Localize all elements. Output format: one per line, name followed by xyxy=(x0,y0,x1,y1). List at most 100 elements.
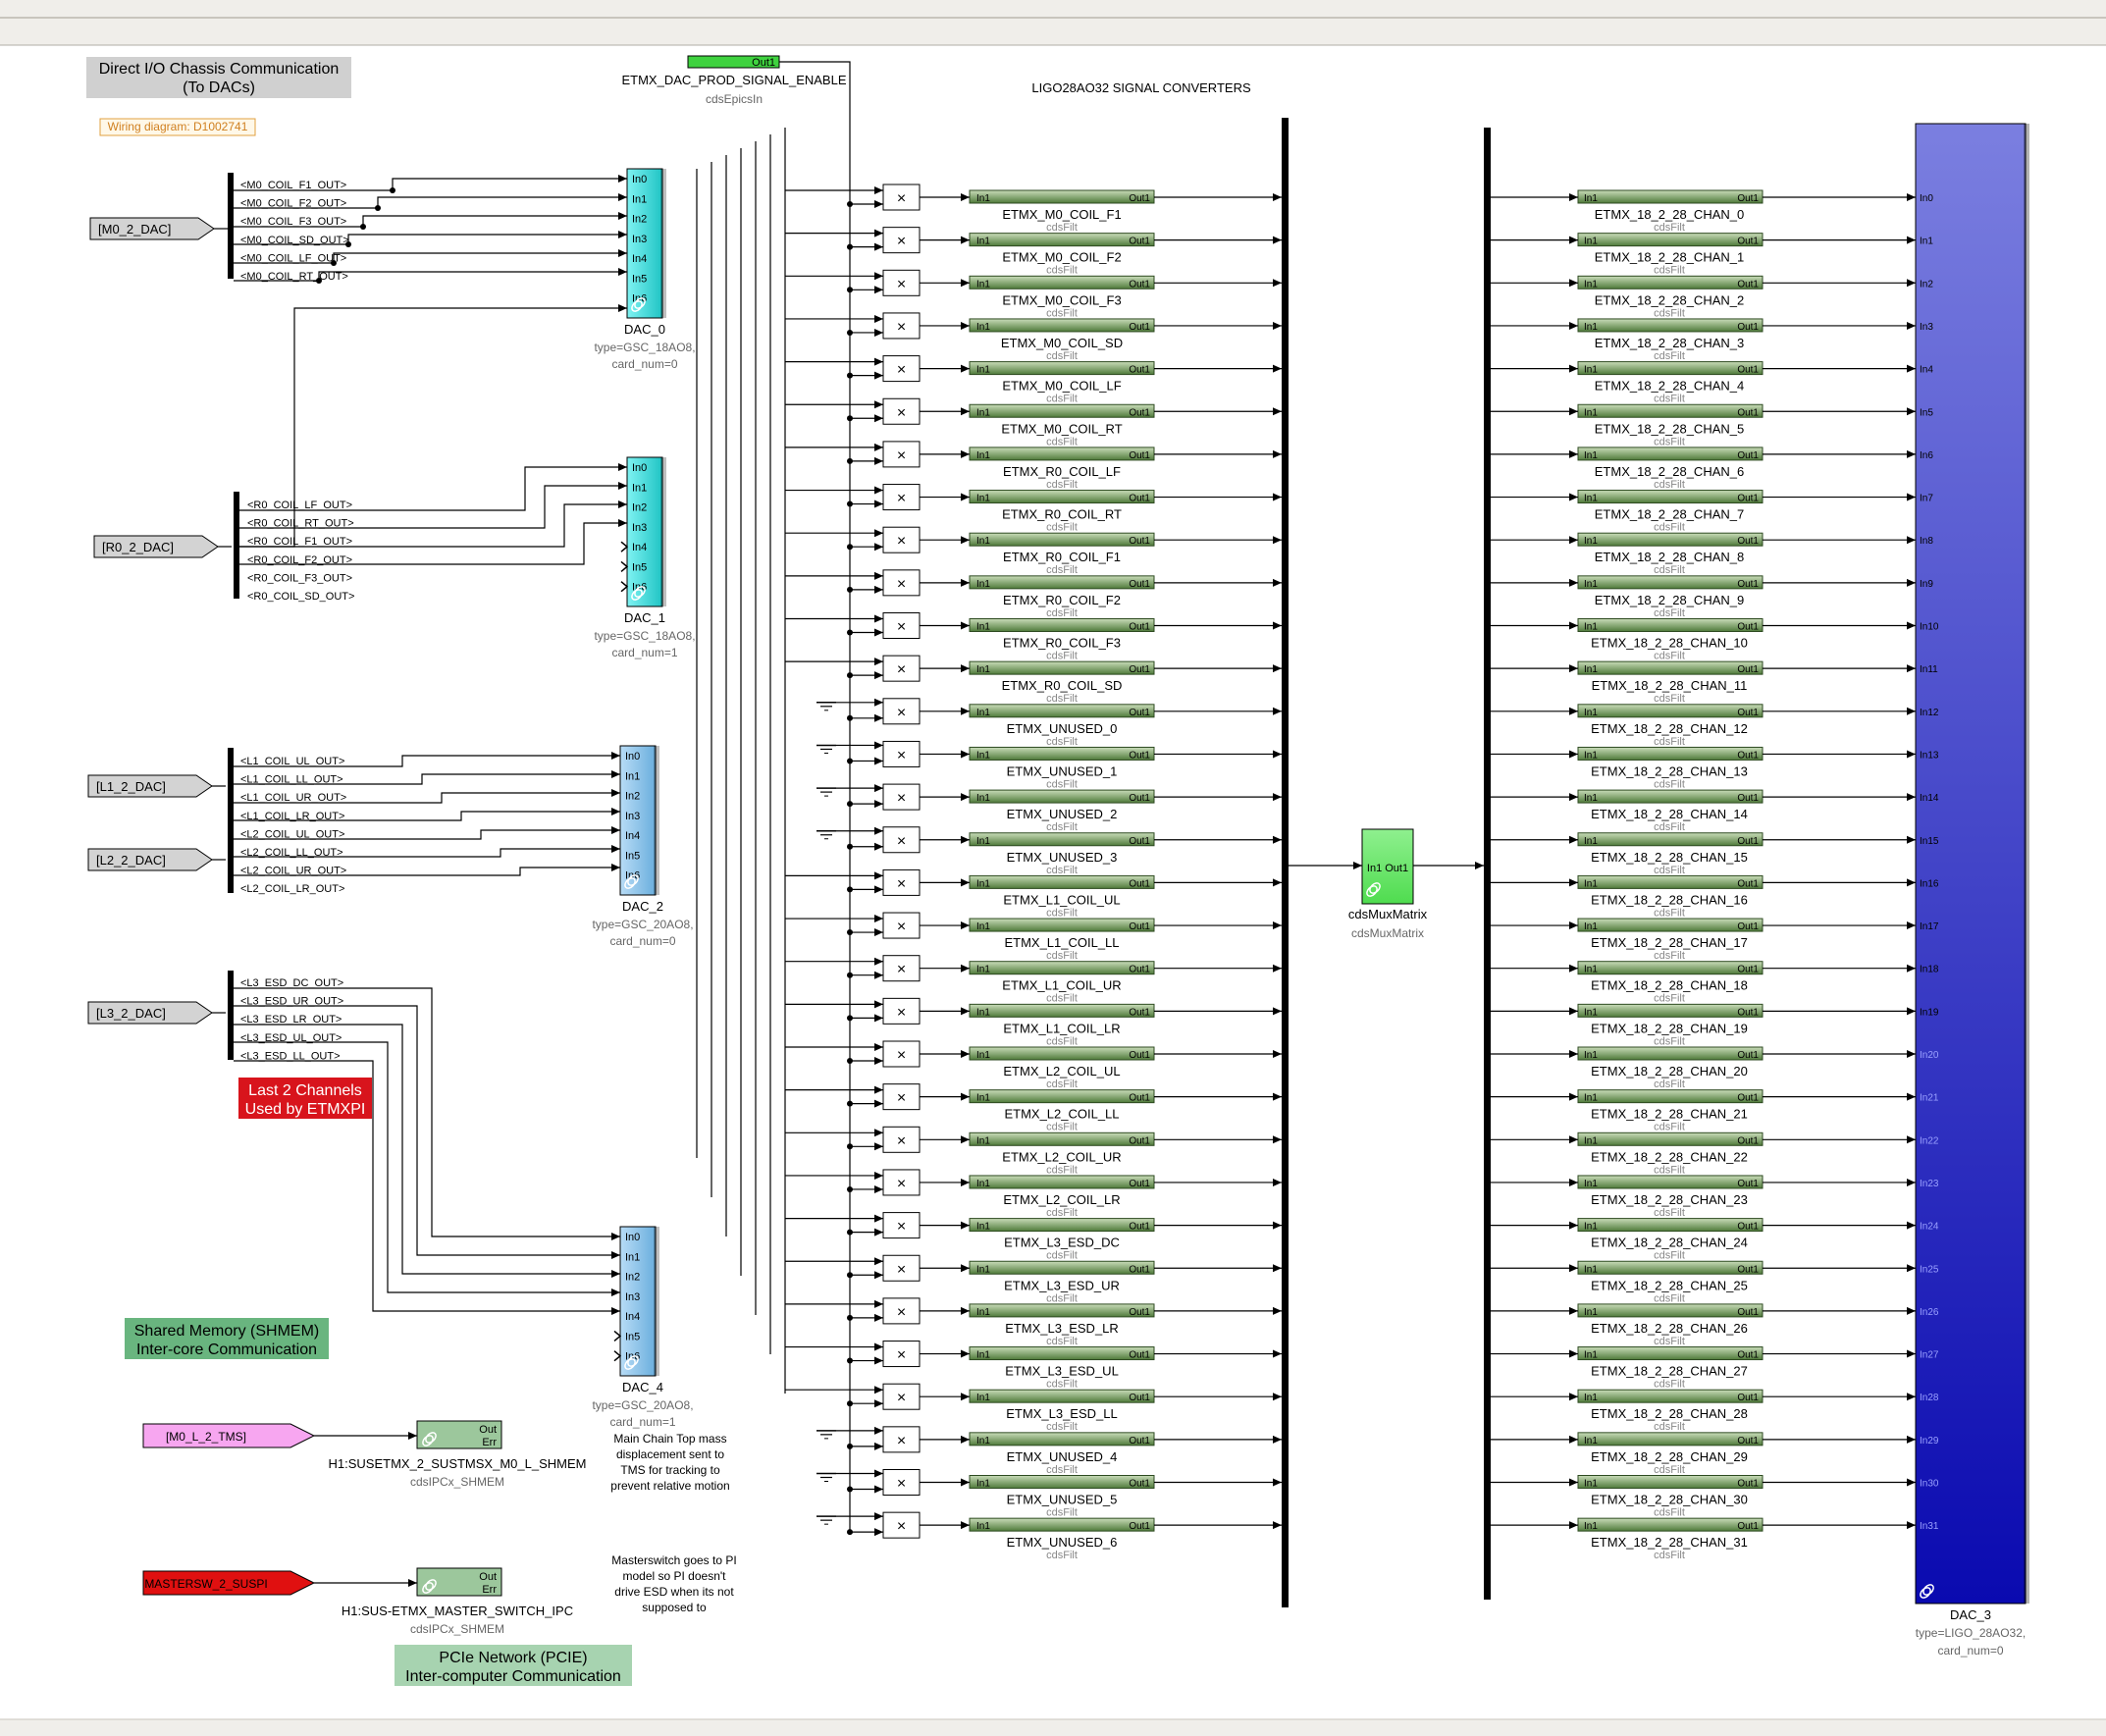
multiply-block[interactable] xyxy=(882,997,921,1025)
chan-filter-block[interactable] xyxy=(1577,1303,1764,1318)
filter-block[interactable] xyxy=(969,233,1155,247)
multiply-block[interactable] xyxy=(882,1169,921,1196)
chan-filter-block[interactable] xyxy=(1577,1175,1764,1189)
filter-block[interactable] xyxy=(969,318,1155,333)
goto-l2-shape[interactable] xyxy=(87,848,213,871)
filter-block[interactable] xyxy=(969,189,1155,204)
multiply-block[interactable] xyxy=(882,269,921,296)
chan-filter-block[interactable] xyxy=(1577,789,1764,804)
chan-filter-block[interactable] xyxy=(1577,490,1764,504)
multiply-block[interactable] xyxy=(882,655,921,682)
filter-block[interactable] xyxy=(969,1517,1155,1532)
ipc-tag-shape[interactable] xyxy=(142,1570,316,1596)
multiply-block[interactable] xyxy=(882,1511,921,1539)
multiply-block[interactable] xyxy=(882,826,921,854)
chan-filter-block[interactable] xyxy=(1577,318,1764,333)
multiply-block[interactable] xyxy=(882,1426,921,1453)
filter-block[interactable] xyxy=(969,575,1155,590)
filter-block[interactable] xyxy=(969,1131,1155,1146)
chan-filter-block[interactable] xyxy=(1577,1218,1764,1233)
chan-filter-block[interactable] xyxy=(1577,746,1764,761)
filter-block[interactable] xyxy=(969,447,1155,461)
filter-block[interactable] xyxy=(969,490,1155,504)
filter-block[interactable] xyxy=(969,1089,1155,1104)
multiply-block[interactable] xyxy=(882,484,921,511)
filter-block[interactable] xyxy=(969,961,1155,975)
chan-filter-block[interactable] xyxy=(1577,275,1764,289)
chan-filter-block[interactable] xyxy=(1577,1346,1764,1361)
chan-filter-block[interactable] xyxy=(1577,403,1764,418)
filter-block[interactable] xyxy=(969,275,1155,289)
chan-filter-block[interactable] xyxy=(1577,918,1764,932)
filter-block[interactable] xyxy=(969,704,1155,718)
multiply-block[interactable] xyxy=(882,783,921,811)
goto-m0-shape[interactable] xyxy=(89,217,215,240)
multiply-block[interactable] xyxy=(882,868,921,896)
chan-filter-block[interactable] xyxy=(1577,1003,1764,1018)
multiply-block[interactable] xyxy=(882,698,921,725)
filter-block[interactable] xyxy=(969,532,1155,547)
multiply-block[interactable] xyxy=(882,355,921,383)
wiring-diagram-link-box[interactable] xyxy=(99,118,256,136)
dac-block-dac_0[interactable] xyxy=(626,168,663,319)
dac-block-dac_1[interactable] xyxy=(626,456,663,607)
filter-block[interactable] xyxy=(969,1046,1155,1061)
chan-filter-block[interactable] xyxy=(1577,961,1764,975)
dac-block-dac_4[interactable] xyxy=(619,1226,657,1377)
chan-filter-block[interactable] xyxy=(1577,874,1764,889)
multiply-block[interactable] xyxy=(882,955,921,982)
multiply-block[interactable] xyxy=(882,1469,921,1496)
filter-block[interactable] xyxy=(969,1432,1155,1447)
filter-block[interactable] xyxy=(969,746,1155,761)
chan-filter-block[interactable] xyxy=(1577,618,1764,632)
multiply-block[interactable] xyxy=(882,1254,921,1282)
goto-l1-shape[interactable] xyxy=(87,774,213,798)
goto-r0-shape[interactable] xyxy=(93,535,219,558)
multiply-block[interactable] xyxy=(882,1341,921,1368)
chan-filter-block[interactable] xyxy=(1577,1131,1764,1146)
dac-block-dac_3[interactable] xyxy=(1915,123,2027,1604)
filter-block[interactable] xyxy=(969,618,1155,632)
filter-block[interactable] xyxy=(969,1346,1155,1361)
multiply-block[interactable] xyxy=(882,912,921,939)
multiply-block[interactable] xyxy=(882,397,921,425)
filter-block[interactable] xyxy=(969,1003,1155,1018)
filter-block[interactable] xyxy=(969,403,1155,418)
filter-block[interactable] xyxy=(969,832,1155,847)
chan-filter-block[interactable] xyxy=(1577,575,1764,590)
multiply-block[interactable] xyxy=(882,1083,921,1111)
filter-block[interactable] xyxy=(969,1218,1155,1233)
chan-filter-block[interactable] xyxy=(1577,1089,1764,1104)
chan-filter-block[interactable] xyxy=(1577,233,1764,247)
multiply-block[interactable] xyxy=(882,312,921,340)
chan-filter-block[interactable] xyxy=(1577,1046,1764,1061)
chan-filter-block[interactable] xyxy=(1577,660,1764,675)
chan-filter-block[interactable] xyxy=(1577,1517,1764,1532)
multiply-block[interactable] xyxy=(882,1383,921,1410)
filter-block[interactable] xyxy=(969,1475,1155,1489)
chan-filter-block[interactable] xyxy=(1577,361,1764,376)
filter-block[interactable] xyxy=(969,660,1155,675)
chan-filter-block[interactable] xyxy=(1577,447,1764,461)
chan-filter-block[interactable] xyxy=(1577,704,1764,718)
ipc-tag-shape[interactable] xyxy=(142,1423,316,1448)
multiply-block[interactable] xyxy=(882,1297,921,1325)
chan-filter-block[interactable] xyxy=(1577,1475,1764,1489)
chan-filter-block[interactable] xyxy=(1577,1389,1764,1403)
filter-block[interactable] xyxy=(969,1303,1155,1318)
chan-filter-block[interactable] xyxy=(1577,532,1764,547)
chan-filter-block[interactable] xyxy=(1577,1432,1764,1447)
filter-block[interactable] xyxy=(969,874,1155,889)
multiply-block[interactable] xyxy=(882,612,921,639)
goto-l3-shape[interactable] xyxy=(87,1001,213,1025)
chan-filter-block[interactable] xyxy=(1577,832,1764,847)
filter-block[interactable] xyxy=(969,1260,1155,1275)
filter-block[interactable] xyxy=(969,918,1155,932)
filter-block[interactable] xyxy=(969,1175,1155,1189)
filter-block[interactable] xyxy=(969,1389,1155,1403)
multiply-block[interactable] xyxy=(882,1126,921,1153)
multiply-block[interactable] xyxy=(882,184,921,211)
chan-filter-block[interactable] xyxy=(1577,189,1764,204)
filter-block[interactable] xyxy=(969,361,1155,376)
chan-filter-block[interactable] xyxy=(1577,1260,1764,1275)
